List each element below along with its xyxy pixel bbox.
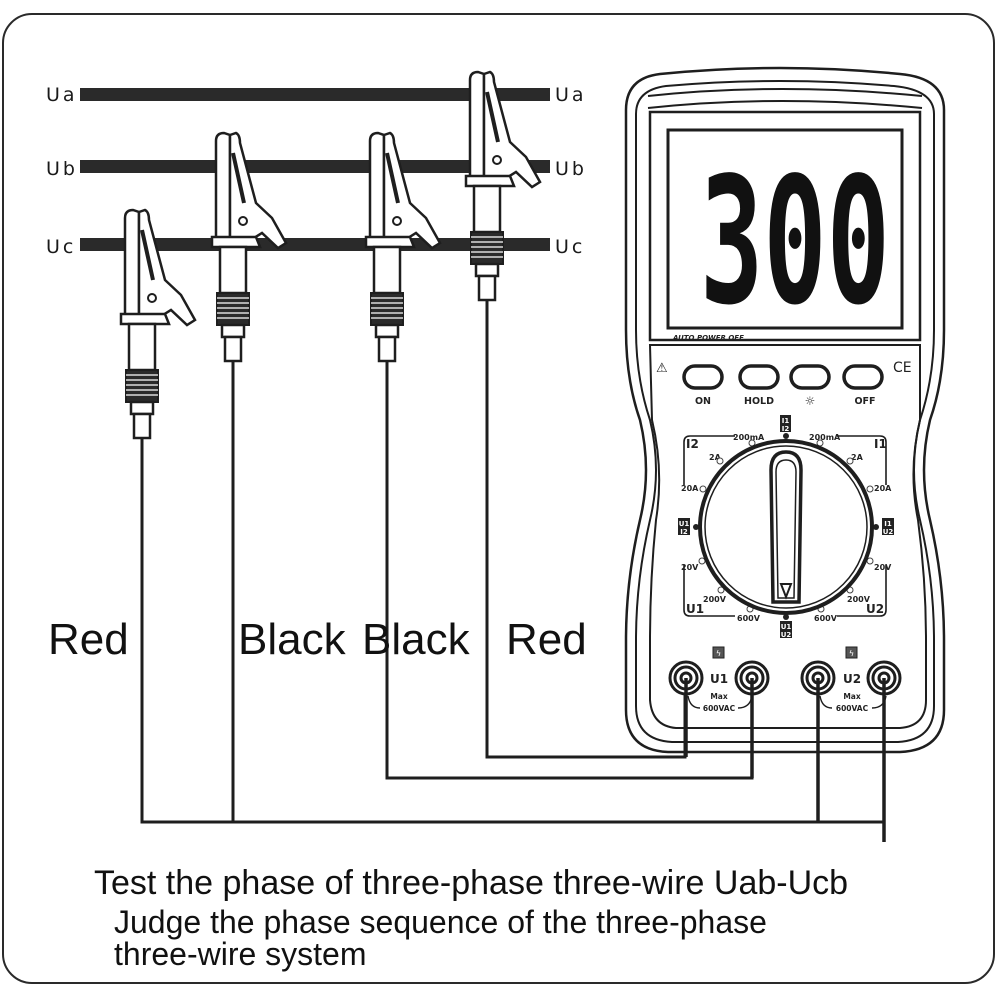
ce-mark: CE	[893, 360, 912, 376]
max-voltage-u2: 600VAC	[836, 704, 869, 713]
svg-text:HOLD: HOLD	[744, 396, 774, 407]
alligator-clip-4[interactable]	[464, 70, 542, 302]
hold-button[interactable]: HOLD	[738, 364, 780, 407]
range-i2-2a[interactable]: 2A	[709, 453, 722, 462]
range-i1-2a[interactable]: 2A	[851, 453, 864, 462]
off-button[interactable]: OFF	[842, 364, 884, 407]
range-u1-20v[interactable]: 20V	[681, 563, 699, 572]
range-u1-600v[interactable]: 600V	[737, 614, 761, 623]
svg-text:ϟ: ϟ	[849, 649, 854, 658]
svg-text:I2: I2	[782, 425, 790, 433]
max-label-u2: Max	[843, 692, 861, 701]
bus-label-ua-right: Ua	[555, 84, 587, 106]
multimeter: AUTO POWER OFF 300 ⚠ CE ON HOLD ☼ OFF I2…	[624, 66, 946, 842]
backlight-sun-icon: ☼	[805, 394, 816, 408]
lead-label-black-1: Black	[238, 615, 347, 664]
mode-label-u1-i2[interactable]: U1 I2	[678, 518, 690, 536]
svg-text:ϟ: ϟ	[716, 649, 721, 658]
bus-bar-ub	[80, 160, 550, 173]
svg-text:U2: U2	[781, 631, 792, 639]
bus-label-ua-left: Ua	[46, 84, 78, 106]
backlight-button[interactable]: ☼	[789, 364, 831, 408]
mode-label-i1-u2[interactable]: I1 U2	[882, 518, 894, 536]
bus-label-uc-right: Uc	[555, 236, 585, 258]
warning-triangle-icon: ⚠	[656, 361, 668, 376]
group-label-u2: U2	[866, 602, 884, 616]
dial-pointer-icon	[779, 583, 793, 600]
range-i1-200ma[interactable]: 200mA	[809, 433, 841, 442]
range-u2-600v[interactable]: 600V	[814, 614, 838, 623]
bus-label-ub-left: Ub	[46, 158, 78, 180]
fuse-icon-u2: ϟ	[845, 646, 858, 659]
lead-label-red-2: Red	[506, 615, 587, 664]
input-channel-u1: U1	[710, 672, 728, 686]
svg-text:OFF: OFF	[854, 396, 875, 407]
caption-line-1: Test the phase of three-phase three-wire…	[94, 864, 849, 902]
range-u2-200v[interactable]: 200V	[847, 595, 871, 604]
input-channel-u2: U2	[843, 672, 861, 686]
range-u1-200v[interactable]: 200V	[703, 595, 727, 604]
on-button[interactable]: ON	[682, 364, 724, 407]
max-voltage-u1: 600VAC	[703, 704, 736, 713]
svg-text:I2: I2	[680, 528, 688, 536]
svg-text:U1: U1	[781, 623, 792, 631]
group-label-u1: U1	[686, 602, 704, 616]
diagram-frame	[2, 13, 995, 984]
range-u2-20v[interactable]: 20V	[874, 563, 892, 572]
range-i1-20a[interactable]: 20A	[874, 484, 892, 493]
bus-label-ub-right: Ub	[555, 158, 587, 180]
range-i2-200ma[interactable]: 200mA	[733, 433, 765, 442]
group-label-i1: I1	[874, 437, 887, 451]
svg-text:I1: I1	[884, 520, 892, 528]
svg-text:U1: U1	[679, 520, 690, 528]
fuse-icon-u1: ϟ	[712, 646, 725, 659]
group-label-i2: I2	[686, 437, 699, 451]
lead-label-red-1: Red	[48, 615, 129, 664]
max-label-u1: Max	[710, 692, 728, 701]
caption-line-2: Judge the phase sequence of the three-ph…	[114, 904, 767, 940]
caption-line-3: three-wire system	[114, 936, 367, 972]
bus-label-uc-left: Uc	[46, 236, 76, 258]
range-i2-20a[interactable]: 20A	[681, 484, 699, 493]
bus-bar-ua	[80, 88, 550, 101]
mode-label-u1-u2[interactable]: U1 U2	[780, 621, 792, 639]
lcd-screen	[666, 128, 904, 330]
svg-text:U2: U2	[883, 528, 894, 536]
mode-label-i1-i2[interactable]: I1 I2	[780, 415, 791, 433]
auto-power-off-label: AUTO POWER OFF	[672, 334, 744, 342]
svg-text:I1: I1	[782, 417, 790, 425]
rotary-selector-dial[interactable]	[698, 439, 874, 615]
svg-text:ON: ON	[695, 396, 711, 407]
lead-label-black-2: Black	[362, 615, 471, 664]
lcd-reading: 300	[700, 141, 890, 344]
